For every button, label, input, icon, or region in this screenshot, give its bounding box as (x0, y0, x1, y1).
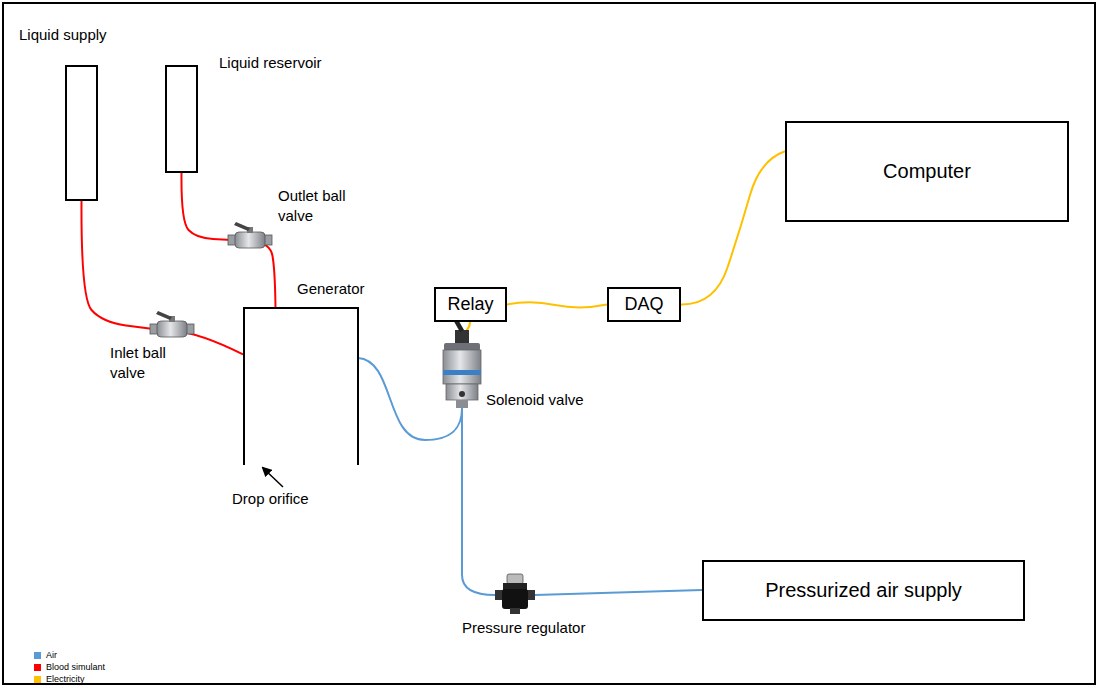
solenoid-valve (443, 314, 481, 408)
legend-swatch (34, 664, 41, 671)
outlet-ball-valve (228, 222, 272, 248)
legend-text: Electricity (46, 674, 85, 685)
legend-swatch (34, 652, 41, 659)
electric-wire (681, 151, 785, 304)
liquid-line (81, 201, 243, 354)
valve-label: Inlet ball valve (110, 343, 190, 383)
daq-box: DAQ (607, 287, 681, 322)
callout-label: Drop orifice (232, 489, 352, 509)
legend-text: Air (46, 650, 57, 661)
node-label: Relay (447, 293, 493, 316)
valve-label: Outlet ball valve (278, 186, 360, 226)
generator-box: Generator (243, 307, 359, 465)
reservoir-tank: Liquid reservoir (165, 65, 198, 173)
leader-arrow (263, 468, 283, 487)
node-label: Computer (883, 159, 971, 184)
node-label: DAQ (624, 293, 663, 316)
inlet-ball-valve (150, 311, 194, 337)
node-label: Pressurized air supply (765, 578, 962, 603)
node-heading: Liquid reservoir (219, 53, 322, 72)
supply-tank: Liquid supply (65, 65, 98, 201)
frame (3, 3, 1095, 684)
liquid-line (181, 173, 275, 307)
node-heading: Generator (297, 279, 365, 298)
pressure-regulator (495, 574, 535, 614)
valve-label: Solenoid valve (486, 390, 626, 410)
relay-box: Relay (434, 287, 507, 322)
legend-text: Blood simulant (46, 662, 105, 673)
air-line (462, 408, 495, 595)
air-supply-box: Pressurized air supply (702, 560, 1025, 621)
computer-box: Computer (785, 121, 1069, 222)
air-line (535, 590, 702, 595)
regulator-label: Pressure regulator (462, 618, 622, 638)
legend-swatch (34, 676, 41, 683)
electric-wire (507, 302, 607, 307)
node-heading: Liquid supply (19, 25, 107, 44)
